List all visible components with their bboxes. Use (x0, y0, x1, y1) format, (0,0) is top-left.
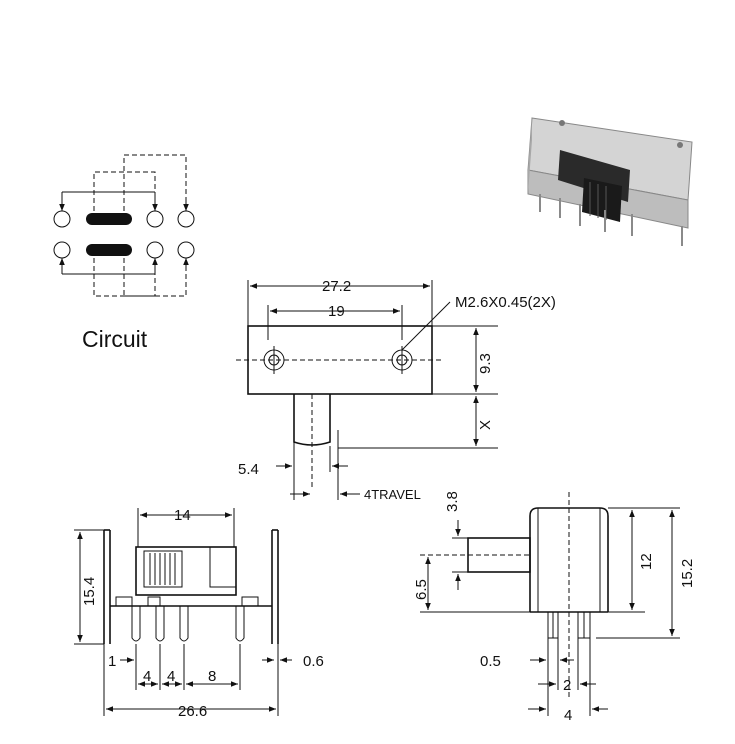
dim-travel: 4TRAVEL (364, 487, 421, 502)
dim-actuator-length: X (477, 420, 494, 430)
dim-lead-pitch: 2 (563, 677, 571, 694)
dim-actuator-offset: 6.5 (413, 579, 430, 600)
side-view (420, 492, 680, 716)
dim-lead-thickness: 0.6 (303, 653, 324, 670)
terminal (177, 241, 195, 259)
dim-side-overall-height: 15.2 (679, 559, 696, 588)
slider-knob (143, 550, 183, 588)
terminal (177, 210, 195, 228)
dim-side-body-height: 12 (638, 553, 655, 570)
dim-hole-spacing: 19 (328, 303, 345, 320)
product-photo (527, 117, 693, 246)
circuit-label: Circuit (82, 326, 148, 352)
screw-callout: M2.6X0.45(2X) (455, 294, 556, 311)
terminal (53, 241, 71, 259)
dim-lead-span: 4 (564, 707, 572, 724)
dim-actuator-height: 3.8 (444, 491, 461, 512)
dim-front-overall-width: 26.6 (178, 703, 207, 720)
dim-overall-width: 27.2 (322, 278, 351, 295)
dim-front-height: 15.4 (81, 577, 98, 606)
terminal (53, 210, 71, 228)
terminal (146, 241, 164, 259)
dim-pitch-b: 4 (167, 668, 175, 685)
dim-slot-width: 14 (174, 507, 191, 524)
circuit-schematic (53, 154, 195, 297)
terminal (146, 210, 164, 228)
contact-bar (86, 244, 132, 256)
dim-pitch-a: 4 (143, 668, 151, 685)
dim-actuator-width: 5.4 (238, 461, 259, 478)
top-view (236, 280, 498, 500)
switch-body-front (135, 546, 237, 596)
front-view (74, 508, 292, 716)
dim-lead-width: 0.5 (480, 653, 501, 670)
dim-edge-offset: 1 (108, 653, 116, 670)
dim-pitch-c: 8 (208, 668, 216, 685)
dim-body-height: 9.3 (477, 353, 494, 374)
contact-bar (86, 213, 132, 225)
